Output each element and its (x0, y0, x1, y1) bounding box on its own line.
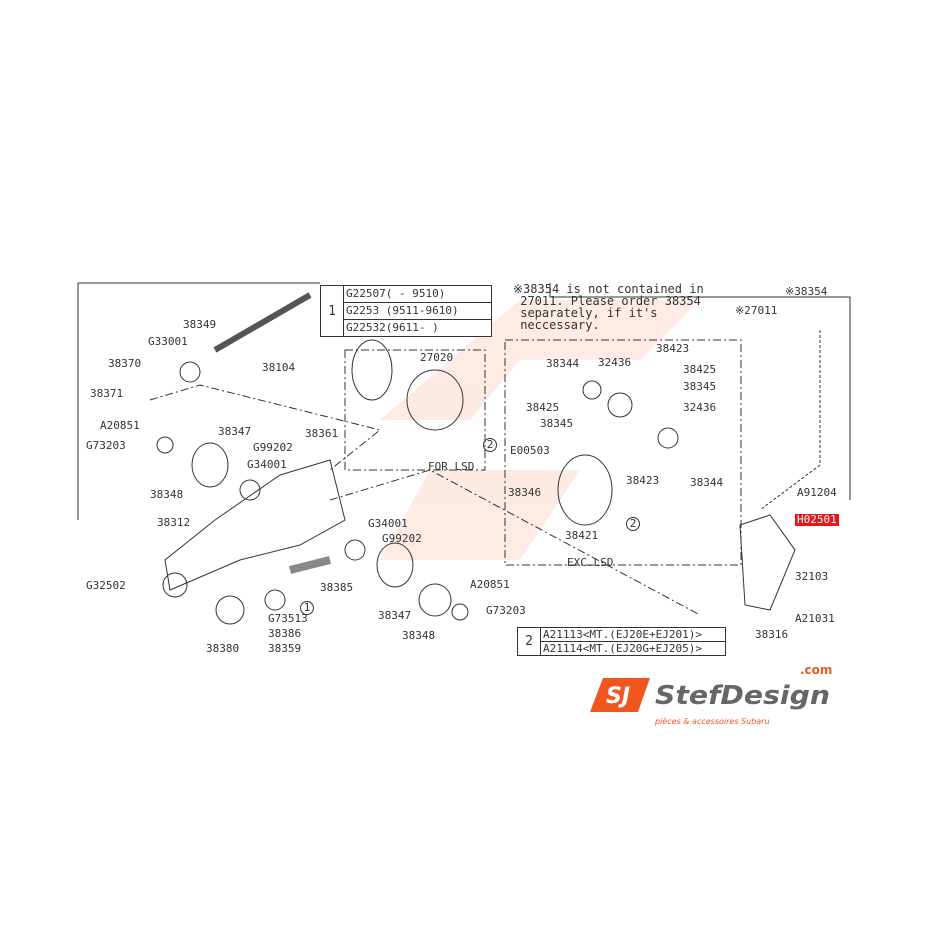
marker-2: 2 (518, 628, 541, 655)
callout-1: 1 (300, 601, 314, 615)
part-label[interactable]: 38345 (540, 417, 574, 430)
part-label[interactable]: E00503 (510, 444, 550, 457)
part-label[interactable]: 38385 (320, 581, 354, 594)
part-label[interactable]: 38312 (157, 516, 191, 529)
part-label[interactable]: 38344 (690, 476, 724, 489)
part-label[interactable]: 38316 (755, 628, 789, 641)
part-label[interactable]: A20851 (470, 578, 510, 591)
table1-row: G22532(9611- ) (346, 321, 439, 334)
part-label[interactable]: ※38354 (785, 285, 828, 298)
part-label[interactable]: 38386 (268, 627, 302, 640)
part-variants-table-1: 1 G22507( - 9510) G2253 (9511-9610) G225… (320, 285, 492, 337)
watermark (380, 300, 700, 560)
part-label[interactable]: 38361 (305, 427, 339, 440)
part-label-highlighted[interactable]: H02501 (795, 513, 839, 526)
part-label[interactable]: 38348 (150, 488, 184, 501)
part-label[interactable]: 38346 (508, 486, 542, 499)
part-label[interactable]: 38347 (378, 609, 412, 622)
part-label[interactable]: 38104 (262, 361, 296, 374)
part-label[interactable]: 38347 (218, 425, 252, 438)
logo: SJ StefDesign .com pièces & accessoires … (590, 663, 832, 726)
callout-2: 2 (626, 517, 640, 531)
part-label[interactable]: G34001 (368, 517, 408, 530)
part-variants-table-2: 2 A21113<MT.(EJ20E+EJ201)> A21114<MT.(EJ… (517, 627, 726, 656)
part-label[interactable]: G99202 (382, 532, 422, 545)
part-label[interactable]: 38380 (206, 642, 240, 655)
part-label[interactable]: A91204 (797, 486, 837, 499)
part-label[interactable]: G73513 (268, 612, 308, 625)
part-label[interactable]: A21031 (795, 612, 835, 625)
part-label[interactable]: 32103 (795, 570, 829, 583)
part-label[interactable]: 38371 (90, 387, 124, 400)
svg-text:SJ: SJ (606, 684, 630, 709)
part-label[interactable]: 27020 (420, 351, 454, 364)
marker-1: 1 (321, 286, 344, 336)
part-label[interactable]: 38423 (626, 474, 660, 487)
part-label[interactable]: 38425 (526, 401, 560, 414)
part-label[interactable]: G73203 (86, 439, 126, 452)
svg-text:StefDesign: StefDesign (655, 681, 830, 711)
part-label[interactable]: ※27011 (735, 304, 778, 317)
for-lsd-label: FOR LSD (428, 460, 475, 473)
table2-row: A21114<MT.(EJ20G+EJ205)> (543, 642, 702, 655)
part-label[interactable]: G99202 (253, 441, 293, 454)
part-label[interactable]: G34001 (247, 458, 287, 471)
callout-2: 2 (483, 438, 497, 452)
part-label[interactable]: A20851 (100, 419, 140, 432)
part-label[interactable]: 38345 (683, 380, 717, 393)
part-label[interactable]: 38425 (683, 363, 717, 376)
svg-text:pièces & accessoires Subaru: pièces & accessoires Subaru (654, 716, 770, 726)
part-label[interactable]: 32436 (683, 401, 717, 414)
part-label[interactable]: 38344 (546, 357, 580, 370)
part-label[interactable]: G32502 (86, 579, 126, 592)
table2-row: A21113<MT.(EJ20E+EJ201)> (541, 628, 725, 642)
note-38354: ※38354 is not contained in 27011. Please… (513, 282, 704, 332)
table1-row: G2253 (9511-9610) (344, 303, 491, 320)
part-label[interactable]: 38348 (402, 629, 436, 642)
part-label[interactable]: 38370 (108, 357, 142, 370)
part-label[interactable]: 38359 (268, 642, 302, 655)
table1-row: G22507( - 9510) (344, 286, 491, 303)
part-label[interactable]: 38421 (565, 529, 599, 542)
part-label[interactable]: 38423 (656, 342, 690, 355)
part-label[interactable]: 38349 (183, 318, 217, 331)
exc-lsd-label: EXC.LSD (567, 556, 614, 569)
svg-text:.com: .com (800, 663, 832, 677)
part-label[interactable]: G33001 (148, 335, 188, 348)
part-label[interactable]: 32436 (598, 356, 632, 369)
part-label[interactable]: G73203 (486, 604, 526, 617)
